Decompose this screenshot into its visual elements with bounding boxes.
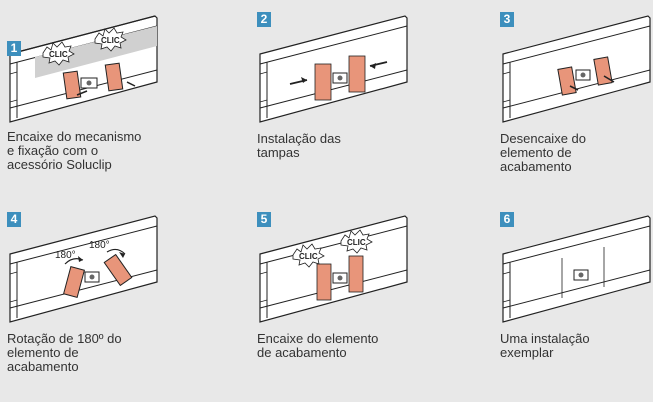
step-6: 6 Uma instalação exemplar	[500, 212, 653, 402]
step-3-illustration	[502, 15, 651, 123]
clic-burst-1	[42, 41, 75, 66]
step-caption: Encaixe do mecanismo e fixação com o ace…	[7, 129, 142, 172]
step-6-illustration	[502, 215, 651, 323]
step-caption: Uma instalação exemplar	[500, 331, 590, 360]
clic-label-2: CLIC	[347, 238, 366, 247]
step-4: 180° 180° 4 Rotação de 180º do elemento …	[7, 212, 197, 402]
step-number-badge: 5	[257, 212, 271, 227]
step-number-badge: 1	[7, 41, 21, 56]
step-number-badge: 2	[257, 12, 271, 27]
step-caption: Rotação de 180º do elemento de acabament…	[7, 331, 122, 374]
rotation-label-2: 180°	[89, 240, 110, 251]
step-1-illustration: CLIC CLIC	[9, 15, 158, 123]
step-4-illustration: 180° 180°	[9, 215, 158, 323]
step-caption: Encaixe do elemento de acabamento	[257, 331, 379, 360]
step-1: CLIC CLIC 1 Encaixe do mecanismo e fixaç…	[7, 12, 197, 202]
step-number-badge: 6	[500, 212, 514, 227]
clic-burst-1	[292, 243, 325, 268]
clic-label-1: CLIC	[299, 252, 318, 261]
step-5-illustration: CLIC CLIC	[259, 215, 408, 323]
step-caption: Instalação das tampas	[257, 131, 341, 160]
step-2: 2 Instalação das tampas	[257, 12, 447, 202]
step-5: CLIC CLIC 5 Encaixe do elemento de acaba…	[257, 212, 447, 402]
step-number-badge: 3	[500, 12, 514, 27]
rotation-label-1: 180°	[55, 250, 76, 261]
clic-label-2: CLIC	[101, 36, 120, 45]
step-number-badge: 4	[7, 212, 21, 227]
step-3: 3 Desencaixe do elemento de acabamento	[500, 12, 653, 202]
clic-burst-2	[94, 27, 127, 52]
clic-label-1: CLIC	[49, 50, 68, 59]
clic-burst-2	[340, 229, 373, 254]
step-2-illustration	[259, 15, 408, 123]
step-caption: Desencaixe do elemento de acabamento	[500, 131, 586, 174]
